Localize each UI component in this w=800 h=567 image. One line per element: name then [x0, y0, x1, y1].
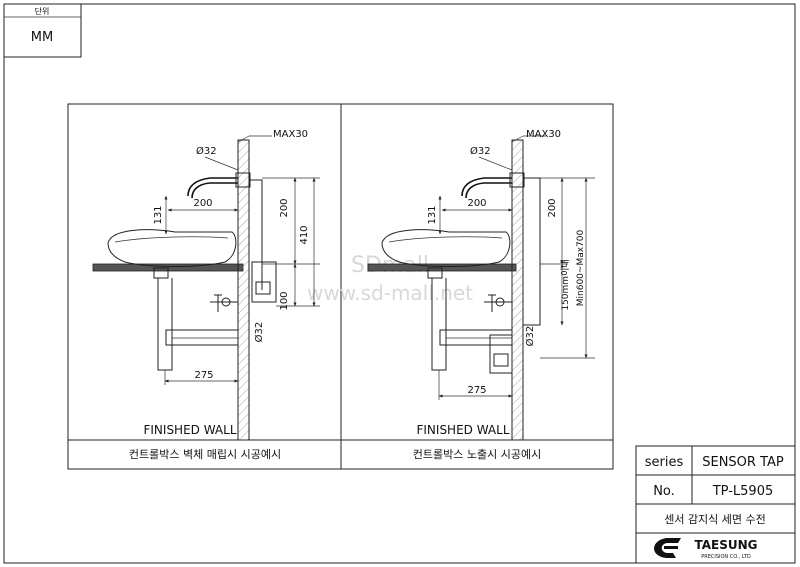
right-dim-spout-height: 131	[427, 205, 438, 224]
right-basin	[381, 229, 511, 267]
right-dim-drain: 275	[467, 385, 486, 396]
title-block: series SENSOR TAP No. TP-L5905 센서 감지식 세면…	[635, 445, 796, 564]
left-wall	[237, 139, 250, 441]
left-caption: 컨트롤박스 벽체 매립시 시공예시	[129, 448, 281, 461]
unit-box: 단위 MM	[3, 3, 82, 58]
left-spout	[187, 177, 238, 197]
left-dim-spout-height: 131	[153, 205, 164, 224]
left-basin	[107, 229, 237, 267]
right-dim-v-range: Min600~Max700	[576, 229, 586, 306]
right-dim-spout: 200	[467, 198, 486, 209]
company-name: TAESUNG	[694, 538, 757, 552]
right-dim-v-box: 150mm이내	[560, 259, 571, 310]
unit-value: MM	[31, 30, 53, 45]
series-label: series	[645, 455, 684, 470]
left-dim-max: MAX30	[273, 129, 308, 140]
sheet-border	[3, 3, 796, 564]
right-caption: 컨트롤박스 노출시 시공예시	[413, 448, 541, 461]
left-wall-label: FINISHED WALL	[143, 423, 236, 437]
left-dim-drain: 275	[194, 370, 213, 381]
no-label: No.	[653, 484, 675, 499]
right-wall	[511, 139, 524, 441]
right-dim-dia-side: Ø32	[524, 326, 536, 347]
no-value: TP-L5905	[712, 484, 774, 499]
right-spout	[461, 177, 512, 197]
right-wall-label: FINISHED WALL	[416, 423, 509, 437]
right-dim-dia-top: Ø32	[470, 145, 491, 157]
left-dim-spout: 200	[193, 198, 212, 209]
series-value: SENSOR TAP	[702, 455, 784, 470]
left-panel: MAX30 Ø32 200 131 200 410 100 Ø32 275 FI…	[92, 129, 320, 441]
left-dim-v-lower: 100	[279, 291, 290, 310]
company-logo: TAESUNG PRECISION CO., LTD	[654, 538, 758, 560]
left-dim-v-total: 410	[299, 225, 310, 244]
right-dim-v-top: 200	[547, 198, 558, 217]
company-sub: PRECISION CO., LTD	[701, 554, 751, 560]
unit-label: 단위	[35, 6, 50, 16]
product-description: 센서 감지식 세면 수전	[664, 513, 766, 526]
right-dim-max: MAX30	[526, 129, 561, 140]
left-dim-v-top: 200	[279, 198, 290, 217]
right-panel: MAX30 Ø32 200 131 200 150mm이내 Min600~Max…	[367, 129, 595, 441]
watermark-url: www.sd-mall.net	[307, 281, 473, 305]
left-dim-dia-side: Ø32	[253, 322, 265, 343]
left-dim-dia-top: Ø32	[196, 145, 217, 157]
